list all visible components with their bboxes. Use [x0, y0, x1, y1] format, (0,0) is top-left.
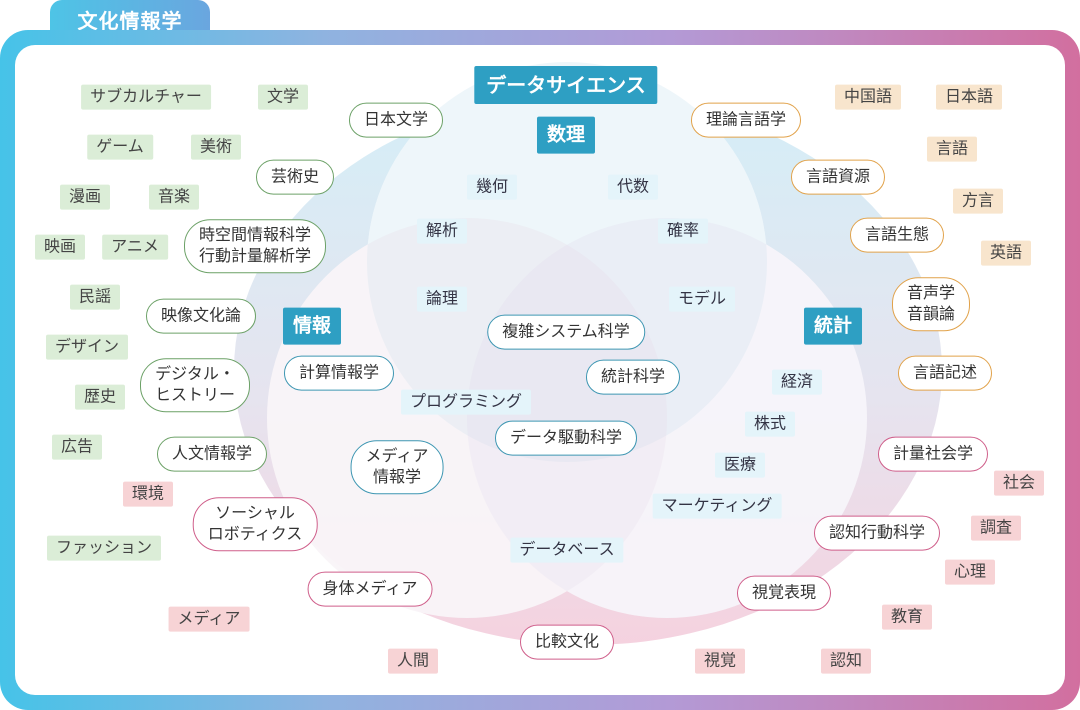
culture-tag: 美術: [190, 134, 242, 160]
visual-expression-pill: 視覚表現: [736, 575, 832, 611]
culture-tag: デザイン: [45, 334, 129, 360]
culture-tag: 映画: [34, 234, 86, 260]
japanese-literature-pill: 日本文学: [348, 102, 444, 138]
phonetics-line2: 音韻論: [906, 304, 956, 323]
math-term: 論理: [416, 286, 468, 312]
social-tag: 心理: [944, 559, 996, 585]
culture-tag: 民謡: [69, 284, 121, 310]
joho-header: 情報: [282, 307, 342, 345]
math-term: 解析: [416, 218, 468, 244]
stats-term: 経済: [771, 369, 823, 395]
theoretical-linguistics-pill: 理論言語学: [690, 102, 802, 138]
culture-tag: 音楽: [148, 184, 200, 210]
social-tag: メディア: [168, 606, 250, 632]
language-description-pill: 言語記述: [897, 355, 993, 391]
social-tag: 人間: [387, 648, 439, 674]
body-media-pill: 身体メディア: [307, 571, 433, 607]
spatiotemporal-line2: 行動計量解析学: [198, 246, 312, 265]
quantitative-sociology-pill: 計量社会学: [877, 436, 989, 472]
culture-tag: ゲーム: [87, 134, 153, 160]
social-tag: 視覚: [694, 648, 746, 674]
culture-tag: サブカルチャー: [81, 84, 211, 110]
statistical-science-pill: 統計科学: [585, 359, 681, 395]
culture-tag: ファッション: [46, 535, 162, 561]
art-history-pill: 芸術史: [255, 159, 335, 195]
math-term: 幾何: [466, 174, 518, 200]
database-tag: データベース: [510, 537, 624, 563]
stats-term: 医療: [714, 452, 766, 478]
language-tag: 方言: [952, 188, 1004, 214]
comparative-culture-pill: 比較文化: [519, 624, 615, 660]
culture-tag: 文学: [257, 84, 309, 110]
media-informatics-line1: メディア: [365, 446, 429, 466]
social-tag: 教育: [881, 604, 933, 630]
stats-term: 株式: [744, 411, 796, 437]
culture-tag: 歴史: [74, 384, 126, 410]
language-tag: 英語: [980, 240, 1032, 266]
humanities-informatics-pill: 人文情報学: [156, 436, 268, 472]
social-robotics-pill: ソーシャル ロボティクス: [192, 497, 318, 551]
language-tag: 言語: [926, 136, 978, 162]
phonetics-line1: 音声学: [906, 283, 956, 303]
culture-tag: 広告: [51, 434, 103, 460]
math-term: モデル: [668, 286, 736, 312]
social-robotics-line1: ソーシャル: [215, 503, 295, 523]
spatiotemporal-line1: 時空間情報科学: [198, 225, 312, 245]
visual-culture-pill: 映像文化論: [145, 298, 257, 334]
language-resources-pill: 言語資源: [790, 159, 886, 195]
culture-tag: アニメ: [102, 234, 168, 260]
data-driven-science-pill: データ駆動科学: [494, 420, 638, 456]
computational-informatics-pill: 計算情報学: [283, 355, 395, 391]
social-robotics-line2: ロボティクス: [207, 524, 303, 543]
media-informatics-line2: 情報学: [372, 467, 422, 486]
digital-history-line2: ヒストリー: [154, 385, 236, 404]
language-tag: 中国語: [834, 84, 902, 110]
phonetics-pill: 音声学 音韻論: [891, 277, 971, 331]
media-informatics-pill: メディア 情報学: [350, 440, 444, 494]
math-term: 確率: [657, 218, 709, 244]
stats-term: マーケティング: [652, 493, 782, 519]
cognitive-behavior-pill: 認知行動科学: [813, 515, 941, 551]
social-tag: 環境: [122, 481, 174, 507]
language-tag: 日本語: [935, 84, 1003, 110]
spatiotemporal-pill: 時空間情報科学 行動計量解析学: [183, 219, 327, 273]
culture-tag: 漫画: [59, 184, 111, 210]
social-tag: 調査: [970, 515, 1022, 541]
tokei-header: 統計: [803, 307, 863, 345]
social-tag: 社会: [993, 470, 1045, 496]
digital-history-pill: デジタル・ ヒストリー: [139, 358, 251, 412]
complex-systems-pill: 複雑システム科学: [487, 314, 645, 350]
digital-history-line1: デジタル・: [155, 364, 235, 384]
programming-tag: プログラミング: [400, 389, 532, 415]
math-term: 代数: [607, 174, 659, 200]
data-science-header: データサイエンス: [474, 66, 658, 104]
language-ecology-pill: 言語生態: [849, 217, 945, 253]
social-tag: 認知: [820, 648, 872, 674]
suri-header: 数理: [536, 116, 596, 154]
